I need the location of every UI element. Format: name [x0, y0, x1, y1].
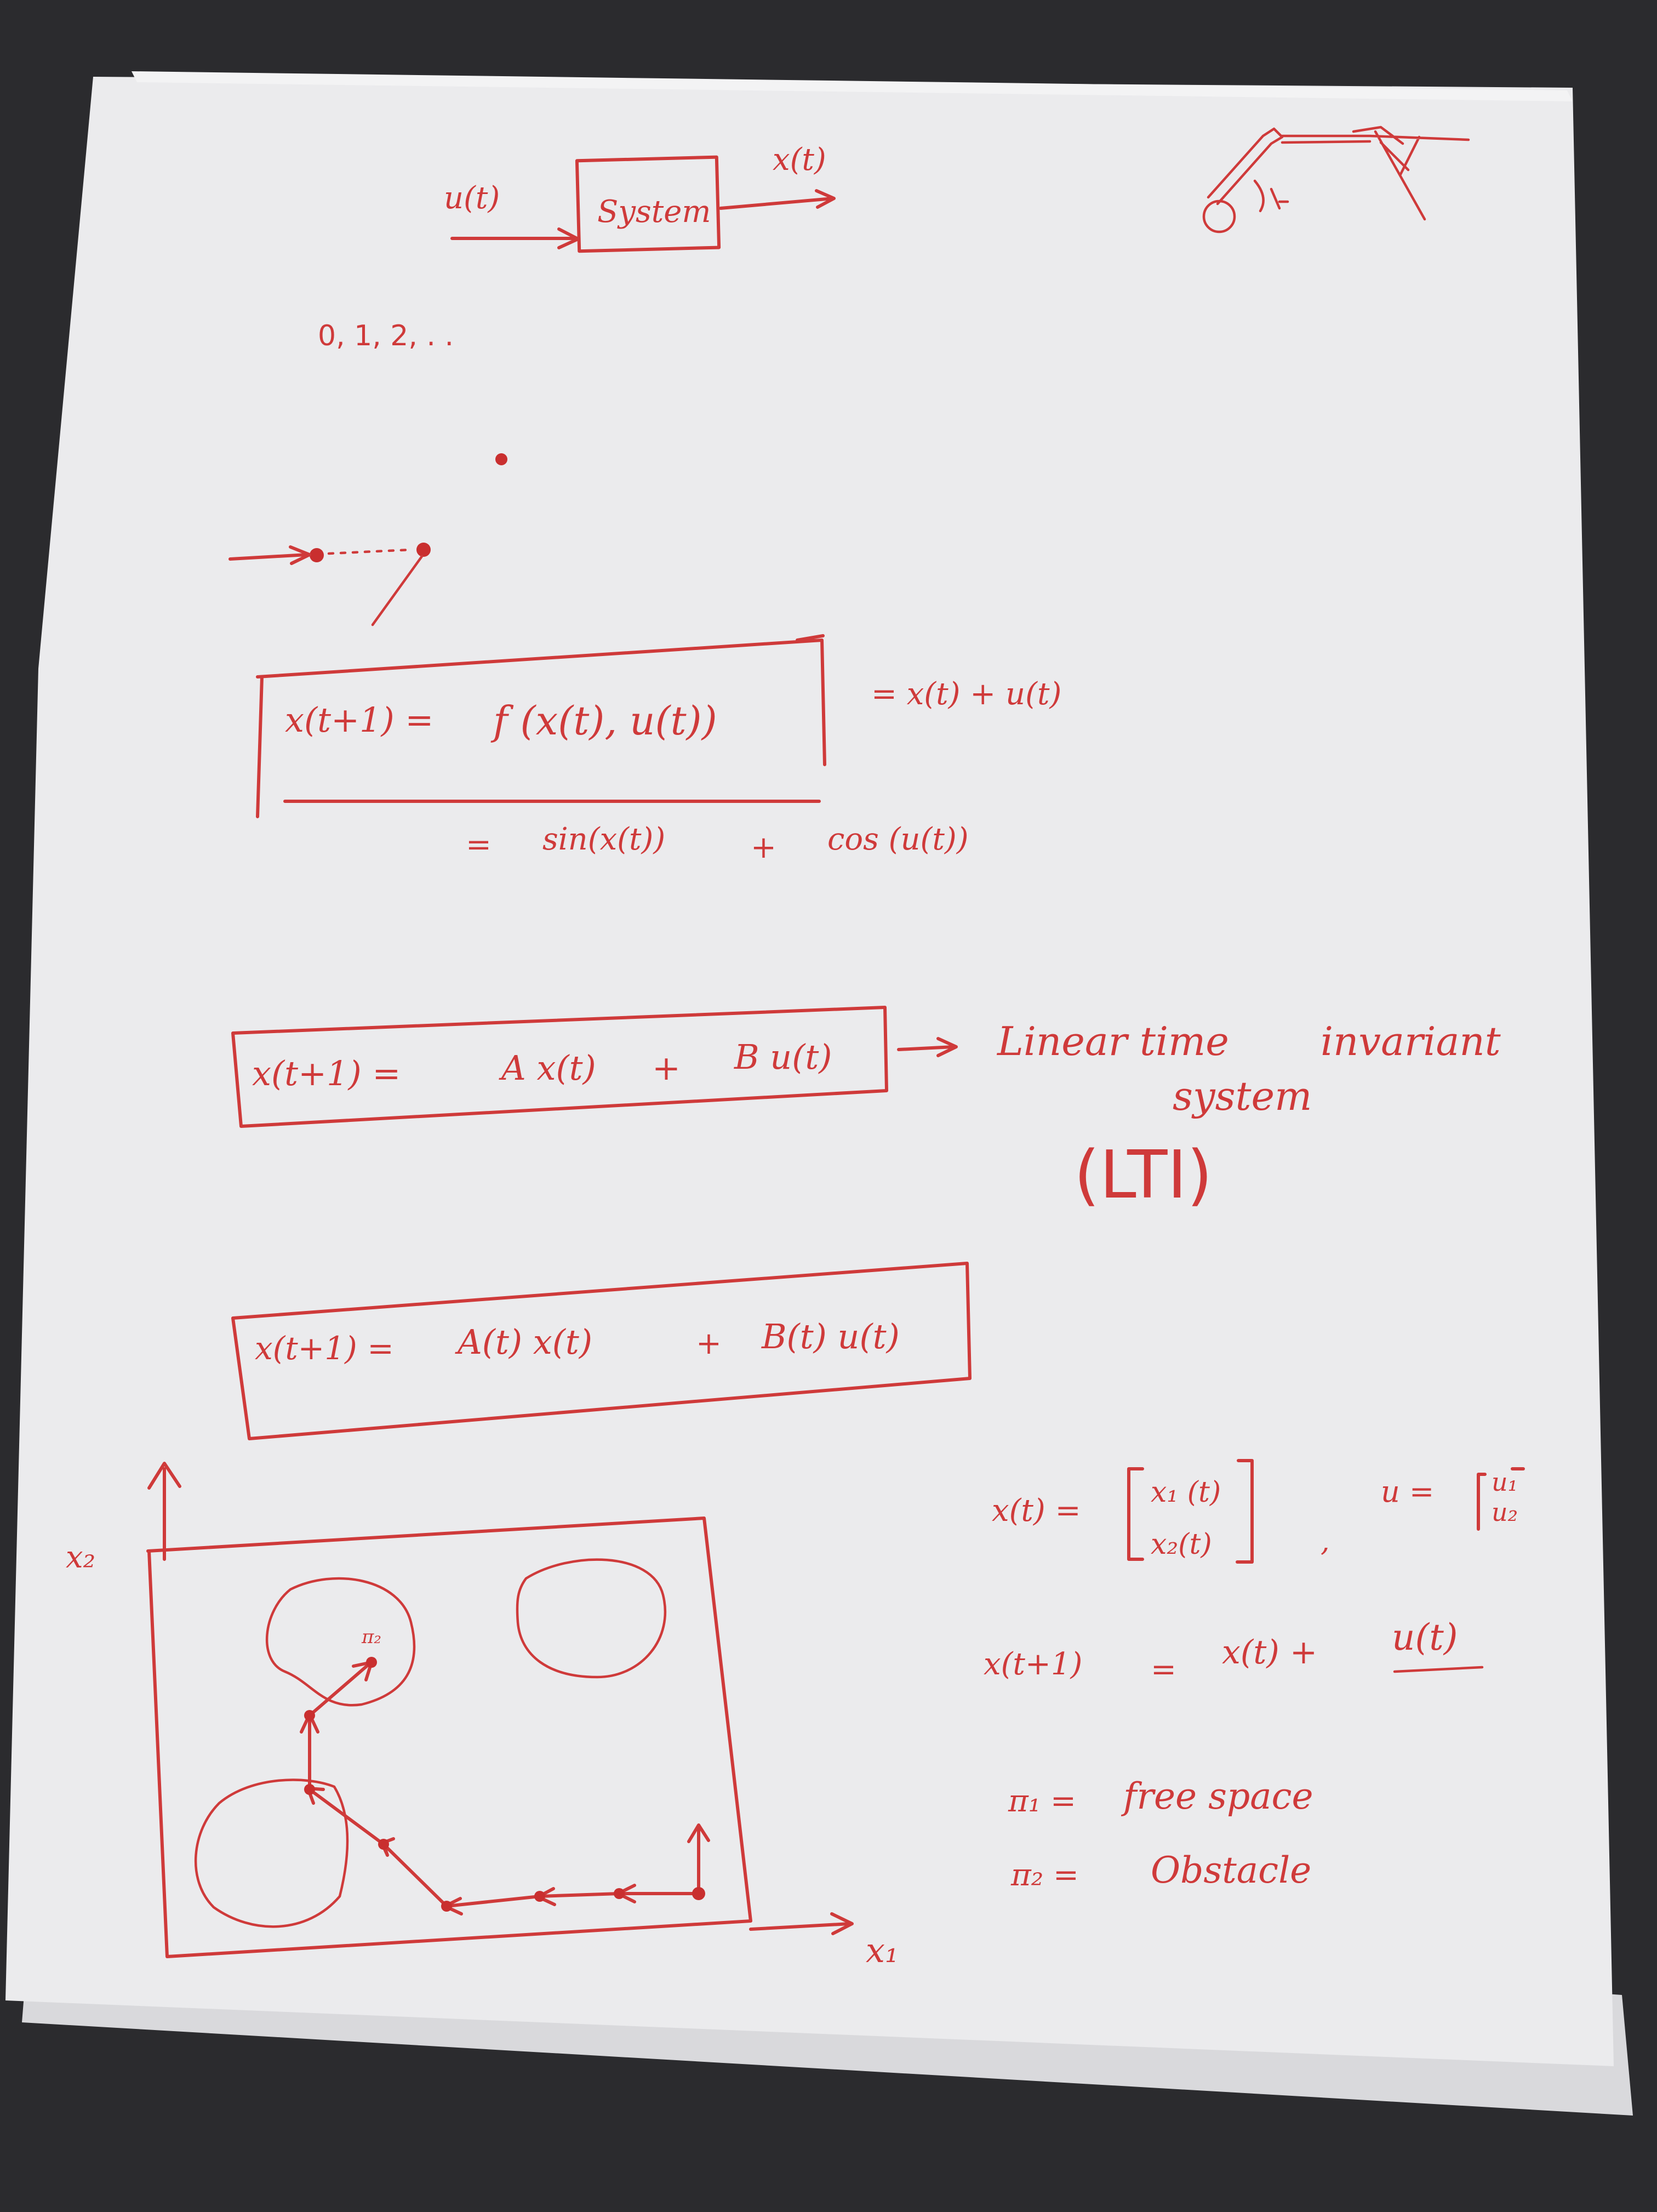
- update-u-underline: [1393, 1666, 1484, 1673]
- workspace-frame: [146, 1517, 752, 1958]
- eq2-ax: A x(t): [499, 1048, 596, 1088]
- lti-label-line1: Linear time: [996, 1018, 1229, 1064]
- state-definition: x(t) = x₁ (t) x₂(t) , u = u₁ u₂: [992, 1459, 1525, 1564]
- eq3-ax: A(t) x(t): [455, 1322, 592, 1362]
- input-label: u(t): [444, 180, 500, 216]
- state-x1: x₁ (t): [1151, 1476, 1221, 1509]
- state-update: x(t+1) = x(t) + u(t): [984, 1616, 1484, 1687]
- eq3-bu: B(t) u(t): [761, 1316, 900, 1356]
- update-rhs: x(t) +: [1222, 1633, 1317, 1672]
- eq1-example-plus: +: [751, 830, 776, 865]
- eq2-arrow: [897, 1037, 958, 1057]
- y-axis: [147, 1462, 181, 1561]
- state-vector-brackets: [1127, 1459, 1254, 1564]
- lti-label-invariant: invariant: [1321, 1018, 1501, 1064]
- update-eq: =: [1151, 1652, 1176, 1687]
- eq1-example-eq: =: [466, 827, 492, 863]
- legend-pi1-text: free space: [1121, 1775, 1313, 1817]
- eq1-box: [256, 634, 826, 818]
- equation-lti: x(t+1) = A x(t) + B u(t) Linear time inv…: [231, 1006, 1501, 1213]
- lti-label-system: system: [1173, 1073, 1312, 1119]
- block-diagram: u(t) System x(t): [444, 142, 836, 253]
- obstacle-region-bottom-left: [194, 1778, 349, 1928]
- update-lhs: x(t+1): [984, 1646, 1082, 1682]
- eq3-lhs: x(t+1) =: [255, 1330, 394, 1367]
- obstacle-label: π₂: [361, 1626, 381, 1648]
- input-vector-lhs: u =: [1381, 1474, 1434, 1509]
- dots-sketch: [228, 453, 507, 626]
- equation-nonlinear: x(t+1) = f (x(t), u(t)) = x(t) + u(t) = …: [256, 634, 1061, 865]
- eq1-example-linear: = x(t) + u(t): [871, 676, 1061, 712]
- plot-ylabel: x₂: [66, 1540, 95, 1575]
- eq1-example-sin: sin(x(t)): [542, 822, 665, 857]
- output-arrow: [719, 189, 836, 210]
- paper-sheet: [5, 77, 1614, 2066]
- eq2-box: [231, 1006, 888, 1128]
- lti-abbrev: (LTI): [1074, 1137, 1213, 1213]
- input-u2: u₂: [1492, 1497, 1518, 1527]
- eq1-example-cos: cos (u(t)): [827, 822, 969, 857]
- eq2-bu: B u(t): [734, 1037, 832, 1077]
- time-sequence: 0, 1, 2, . .: [318, 320, 454, 352]
- eq2-plus: +: [652, 1048, 681, 1088]
- state-lhs: x(t) =: [992, 1493, 1081, 1529]
- x-axis: [749, 1912, 854, 1935]
- eq1-rhs: f (x(t), u(t)): [490, 698, 717, 744]
- system-box: [575, 155, 721, 253]
- plot-xlabel: x₁: [866, 1930, 899, 1970]
- obstacle-region-top-left: [265, 1577, 416, 1707]
- legend-pi1: π₁ =: [1008, 1783, 1076, 1819]
- robot-arm-sketch: [1202, 126, 1470, 233]
- legend-pi2: π₂ =: [1010, 1857, 1079, 1893]
- obstacle-region-top-right: [516, 1558, 667, 1679]
- arm-links: [1207, 126, 1470, 221]
- configuration-plot: x₂ x₁ π₂: [66, 1462, 899, 1970]
- eq2-lhs: x(t+1) =: [252, 1053, 401, 1093]
- system-label: System: [597, 194, 711, 230]
- state-comma: ,: [1321, 1525, 1330, 1558]
- paper-top-edge: [132, 71, 1573, 101]
- equation-ltv: x(t+1) = A(t) x(t) + B(t) u(t): [231, 1262, 972, 1440]
- state-x2: x₂(t): [1151, 1528, 1212, 1561]
- eq3-box: [231, 1262, 972, 1440]
- eq3-plus: +: [696, 1326, 722, 1361]
- eq1-lhs: x(t+1) =: [285, 700, 433, 740]
- update-u: u(t): [1392, 1616, 1458, 1658]
- legend-pi2-text: Obstacle: [1151, 1849, 1311, 1891]
- input-u1: u₁: [1492, 1467, 1518, 1497]
- input-vector-brackets: [1477, 1467, 1525, 1531]
- path-start-arrow: [687, 1823, 710, 1895]
- region-legend: π₁ = free space π₂ = Obstacle: [1008, 1775, 1313, 1893]
- output-label: x(t): [773, 142, 826, 178]
- arm-angle: [1253, 179, 1289, 213]
